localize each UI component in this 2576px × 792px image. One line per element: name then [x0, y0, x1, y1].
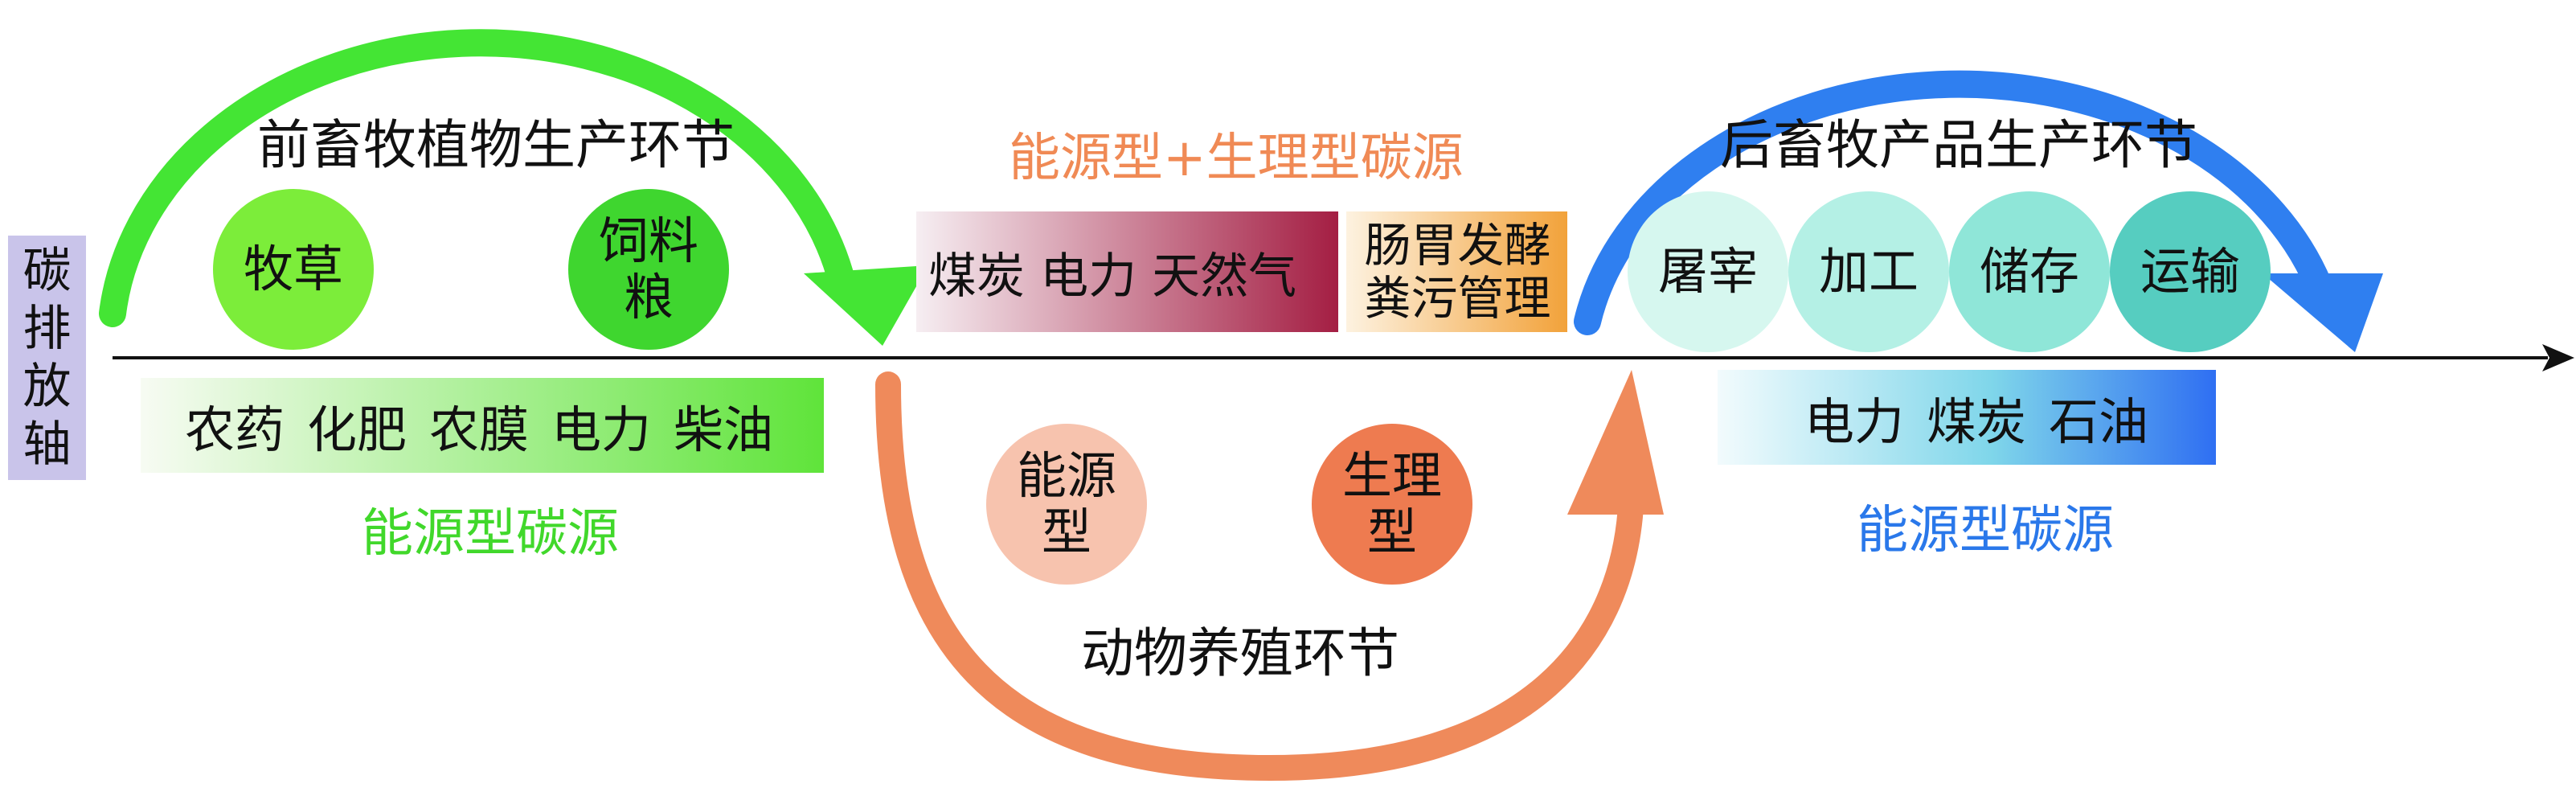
post-stage-title: 后畜牧产品生产环节 — [1720, 114, 2197, 176]
axis-label-char: 轴 — [23, 417, 72, 473]
axis-label-char: 排 — [23, 301, 72, 357]
energy-type-label-line: 型 — [1041, 503, 1091, 561]
pre-band-item: 化肥 — [307, 400, 407, 459]
energy-type-circle: 能源 型 — [986, 424, 1147, 585]
post-energy-band: 电力 煤炭 石油 — [1804, 370, 2148, 465]
orange-arrowhead — [1567, 370, 1664, 515]
blue-arrowhead — [2263, 273, 2383, 352]
physiological-type-label-line: 型 — [1366, 503, 1417, 561]
storage-label: 储存 — [1979, 242, 2079, 301]
processing-circle: 加工 — [1788, 191, 1949, 352]
post-band-item: 石油 — [2049, 392, 2149, 451]
post-source-label: 能源型碳源 — [1857, 501, 2114, 560]
carbon-axis-arrowhead — [2542, 344, 2574, 371]
pre-band-item: 农药 — [185, 400, 285, 459]
post-energy-band-bg — [1718, 370, 2216, 465]
transport-label: 运输 — [2140, 242, 2240, 301]
breeding-bio-text-line: 粪污管理 — [1364, 271, 1551, 326]
physiological-type-label-line: 生理 — [1341, 446, 1442, 505]
post-band-item: 电力 — [1804, 392, 1905, 451]
slaughter-circle: 屠宰 — [1628, 191, 1788, 352]
pre-band-item: 柴油 — [674, 400, 774, 459]
breeding-bio-band-bg — [1346, 211, 1567, 332]
pre-stage-title: 前畜牧植物生产环节 — [257, 114, 735, 176]
breeding-bio-text-line: 肠胃发酵 — [1364, 218, 1551, 273]
breeding-source-label: 能源型+生理型碳源 — [1009, 129, 1464, 188]
orange-flow-arc — [875, 371, 1644, 782]
green-flow-arc — [99, 29, 856, 327]
pre-source-label: 能源型碳源 — [362, 504, 619, 564]
breeding-bio-band: 肠胃发酵 粪污管理 — [1348, 211, 1567, 332]
transport-circle: 运输 — [2110, 191, 2271, 352]
post-band-item: 煤炭 — [1927, 392, 2027, 451]
storage-circle: 储存 — [1949, 191, 2110, 352]
pre-band-item: 电力 — [551, 400, 652, 459]
breeding-stage-title: 动物养殖环节 — [1081, 622, 1399, 684]
forage-circle: 牧草 — [213, 189, 374, 350]
pre-band-item: 农膜 — [429, 400, 530, 459]
blue-flow-arc — [1574, 70, 2332, 335]
breeding-energy-text: 煤炭 电力 天然气 — [928, 248, 1297, 305]
breeding-energy-band-bg — [916, 211, 1338, 332]
green-arrowhead — [804, 265, 928, 346]
energy-type-label-line: 能源 — [1016, 446, 1116, 505]
feed-grain-label-line: 粮 — [623, 268, 674, 326]
physiological-type-circle: 生理 型 — [1312, 424, 1472, 585]
feed-grain-circle: 饲料 粮 — [568, 189, 729, 350]
pre-energy-band-bg — [141, 378, 824, 473]
axis-label-char: 碳 — [23, 243, 72, 299]
forage-label: 牧草 — [243, 240, 343, 298]
carbon-emission-axis-label: 碳 排 放 轴 — [8, 236, 86, 480]
pre-energy-band: 农药 化肥 农膜 电力 柴油 — [185, 378, 773, 473]
breeding-energy-band: 煤炭 电力 天然气 — [928, 211, 1296, 332]
processing-label: 加工 — [1818, 242, 1919, 301]
slaughter-label: 屠宰 — [1657, 242, 1758, 301]
feed-grain-label-line: 饲料 — [598, 211, 698, 270]
axis-label-char: 放 — [23, 359, 72, 415]
